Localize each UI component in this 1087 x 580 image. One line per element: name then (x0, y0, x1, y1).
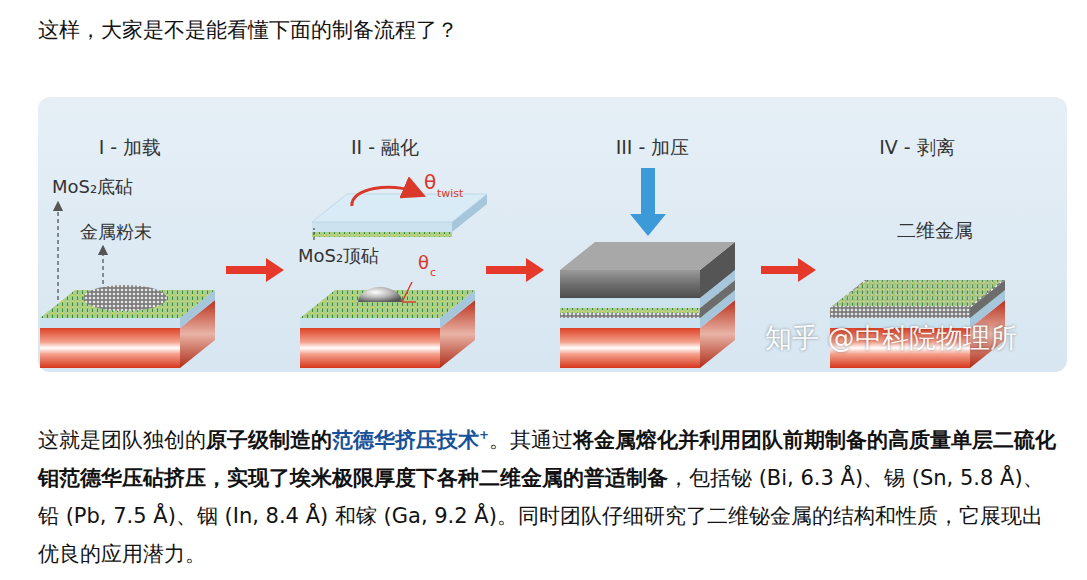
bold-text: 原子级制造的 (206, 428, 332, 452)
part-label: MoS₂顶砧 (298, 244, 379, 268)
angle-subscript: c (430, 266, 436, 279)
stage-panel: II - 融化 (290, 128, 480, 370)
link-text: 范德华挤压技术 (332, 428, 479, 452)
stage-panel: I - 加载 (40, 128, 220, 370)
arrow-shaft (761, 266, 800, 274)
angle-symbol: θ (424, 170, 436, 194)
part-label: MoS₂底砧 (52, 175, 133, 199)
angle-subscript: twist (437, 187, 463, 200)
stage-heading: IV - 剥离 (822, 128, 1012, 161)
lead-sentence: 这样，大家是不是能看懂下面的制备流程了？ (38, 16, 458, 44)
stage-four-art (830, 280, 1005, 368)
arrow-head (266, 258, 284, 282)
link-mark: + (479, 428, 489, 442)
stage-panel: III - 加压 (550, 128, 755, 370)
stage-panel: IV - 剥离 (822, 128, 1012, 370)
press-arrow (630, 168, 666, 236)
process-arrow (761, 258, 816, 282)
stage-two-art (300, 187, 487, 368)
arrow-shaft (226, 266, 268, 274)
body-paragraph: 这就是团队独创的原子级制造的范德华挤压技术+。其通过将金属熔化并利用团队前期制备… (38, 416, 1060, 573)
process-arrow (226, 258, 284, 282)
angle-symbol: θ (418, 252, 429, 273)
stage-heading: I - 加载 (40, 128, 220, 161)
stage-one-art (40, 206, 215, 368)
arrow-head (526, 258, 544, 282)
arrow-head (798, 258, 816, 282)
part-label: 金属粉末 (80, 220, 152, 244)
part-label: 二维金属 (897, 218, 973, 244)
stage-heading: III - 加压 (550, 128, 755, 161)
body-text: 这就是团队独创的 (38, 428, 206, 452)
body-text: 。其通过 (489, 428, 573, 452)
image-panel (38, 97, 1067, 372)
process-arrow (486, 258, 544, 282)
stage-heading: II - 融化 (290, 128, 480, 161)
stage-three-art (560, 168, 735, 368)
watermark: 知乎 @中科院物理所 (765, 320, 1017, 356)
arrow-shaft (486, 266, 528, 274)
